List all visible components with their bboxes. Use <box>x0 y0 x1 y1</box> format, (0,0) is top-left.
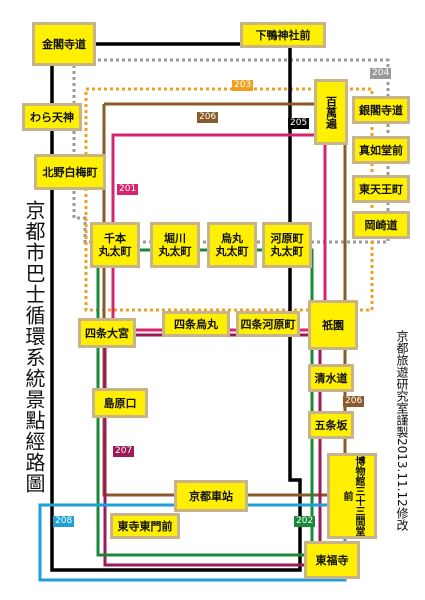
stop-hyakumanben[interactable]: 百萬遍 <box>314 79 348 145</box>
stop-label: 百萬遍 <box>324 95 338 129</box>
stop-label: 岡崎道 <box>364 218 398 232</box>
stop-kiyomizu[interactable]: 清水道 <box>308 364 354 392</box>
stop-karasuma-marutamachi[interactable]: 烏丸 丸太町 <box>207 222 257 268</box>
stop-kitanohakubaicho[interactable]: 北野白梅町 <box>34 154 106 190</box>
stop-waratenjin[interactable]: わら天神 <box>22 103 82 131</box>
stop-shinnyodo[interactable]: 真如堂前 <box>352 136 410 164</box>
stop-shimogamo[interactable]: 下鴨神社前 <box>240 22 326 48</box>
stop-gion[interactable]: 祇園 <box>308 300 358 350</box>
stop-label: 五条坂 <box>314 418 348 432</box>
stop-gojozaka[interactable]: 五条坂 <box>308 411 354 439</box>
stop-shijo-omiya[interactable]: 四条大宮 <box>78 318 136 348</box>
stop-tofukuji[interactable]: 東福寺 <box>304 541 360 579</box>
route-203-line <box>84 87 374 312</box>
stop-shijo-karasuma[interactable]: 四条烏丸 <box>162 311 230 337</box>
stop-museum-sanjusangendo[interactable]: 博物館三十三間堂前 <box>327 453 377 539</box>
stop-label: 河原町 丸太町 <box>270 232 304 258</box>
stop-label: 四条烏丸 <box>174 317 218 331</box>
stop-label: 祇園 <box>322 318 344 332</box>
stop-kawaramachi-marutamachi[interactable]: 河原町 丸太町 <box>262 222 312 268</box>
stop-toji-higashimon[interactable]: 東寺東門前 <box>110 513 180 539</box>
stop-label: 真如堂前 <box>359 143 403 157</box>
route-tag-205: 205 <box>288 118 310 129</box>
stop-label: わら天神 <box>30 110 74 124</box>
route-tag-204: 204 <box>370 68 392 79</box>
route-tag-207: 207 <box>113 446 135 457</box>
stop-label: 四条大宮 <box>85 326 129 340</box>
stop-label: 下鴨神社前 <box>255 28 311 42</box>
route-tag-206-right: 206 <box>343 396 365 407</box>
stop-horikawa-marutamachi[interactable]: 堀川 丸太町 <box>150 222 200 268</box>
stop-shijo-kawaramachi[interactable]: 四条河原町 <box>236 311 300 337</box>
map-title: 京都市巴士循環系統景點經路圖 <box>22 200 46 494</box>
stop-label: 京都車站 <box>189 489 233 503</box>
stop-shimabara[interactable]: 島原口 <box>92 388 148 418</box>
stop-label: 清水道 <box>314 371 348 385</box>
stop-label: 北野白梅町 <box>42 165 98 179</box>
stop-okazakimichi[interactable]: 岡崎道 <box>352 211 410 239</box>
stop-label: 堀川 丸太町 <box>158 232 192 258</box>
route-tag-201: 201 <box>117 184 139 195</box>
stop-label: 千本 丸太町 <box>98 232 132 258</box>
stop-kyoto-station[interactable]: 京都車站 <box>174 480 248 512</box>
stop-label: 東福寺 <box>315 553 349 567</box>
stop-label: 銀閣寺道 <box>359 103 403 117</box>
stop-higashitenno[interactable]: 東天王町 <box>352 175 410 203</box>
route-tag-206-top: 206 <box>197 112 219 123</box>
stop-label: 東天王町 <box>359 182 403 196</box>
stop-label: 東寺東門前 <box>117 519 173 533</box>
stop-label: 金閣寺道 <box>42 37 86 51</box>
route-tag-203: 203 <box>232 80 254 91</box>
stop-label: 烏丸 丸太町 <box>215 232 249 258</box>
stop-label: 博物館三十三間堂前 <box>341 456 364 536</box>
route-tag-202: 202 <box>294 516 316 527</box>
stop-label: 四条河原町 <box>240 317 296 331</box>
stop-senbon-marutamachi[interactable]: 千本 丸太町 <box>90 222 140 268</box>
stop-kinkakuji[interactable]: 金閣寺道 <box>32 22 96 66</box>
route-tag-208: 208 <box>53 516 75 527</box>
stop-ginkakuji[interactable]: 銀閣寺道 <box>352 96 410 124</box>
stop-label: 島原口 <box>103 396 137 410</box>
credit-text: 京都旅遊研究室謹製2013.11.12修改 <box>395 330 409 531</box>
